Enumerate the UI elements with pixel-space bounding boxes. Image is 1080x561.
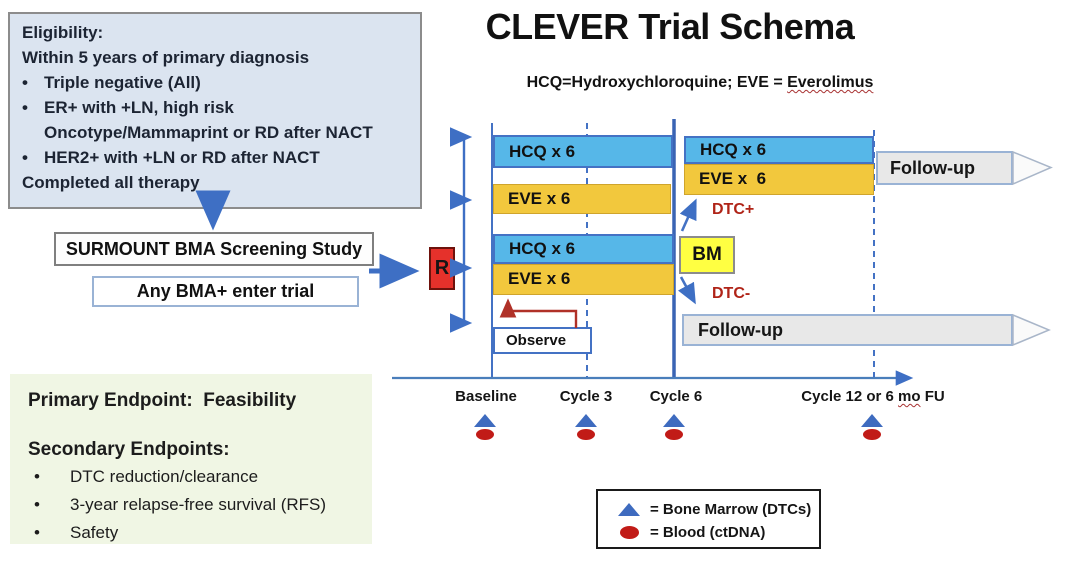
tick-label-cycle12: Cycle 12 or 6 mo FU [773,388,973,405]
continuation-hcq-bar: HCQ x 6 [684,136,874,164]
dtc-negative-arrow [677,276,696,305]
red-oval-icon [619,526,639,539]
crossover-arrow [499,298,578,328]
secondary-endpoint-1: • DTC reduction/clearance [28,465,372,489]
tick-label-cycle3: Cycle 3 [559,388,613,405]
bullet-glyph: • [22,148,28,167]
eligibility-bullet-1: • Triple negative (All) [22,70,410,95]
legend-blood-label: = Blood (ctDNA) [650,524,766,541]
secondary-endpoint-2-text: 3-year relapse-free survival (RFS) [70,495,327,514]
bone-marrow-marker-icon [474,414,496,427]
bullet-glyph: • [22,73,28,92]
dtc-negative-label: DTC- [712,285,751,302]
dtc-positive-label: DTC+ [712,201,755,218]
legend-row-bone-marrow: = Bone Marrow (DTCs) [618,498,819,521]
arm1-hcq-bar: HCQ x 6 [493,135,673,168]
surmount-screening-box: SURMOUNT BMA Screening Study [54,232,374,266]
followup-bottom-arrow-tip [1012,313,1051,347]
bullet-glyph: • [34,467,40,486]
eligibility-intro: Within 5 years of primary diagnosis [22,48,310,67]
abbreviation-key-text: HCQ=Hydroxychloroquine; EVE = [526,74,788,91]
eligibility-bullet-2-continuation: Oncotype/Mammaprint or RD after NACT [44,123,373,142]
dtc-positive-arrow [679,198,697,232]
legend-box: = Bone Marrow (DTCs) = Blood (ctDNA) [596,489,821,549]
secondary-endpoints-heading: Secondary Endpoints: [28,439,230,460]
tick-label-cycle6: Cycle 6 [649,388,703,405]
bma-enter-trial-box: Any BMA+ enter trial [92,276,359,307]
randomization-box: R [429,247,455,290]
arm3-eve-bar: EVE x 6 [493,264,674,295]
timeline-markers [474,414,883,440]
eligibility-footer: Completed all therapy [22,173,200,192]
secondary-endpoint-2: • 3-year relapse-free survival (RFS) [28,493,372,517]
abbreviation-key: HCQ=Hydroxychloroquine; EVE = Everolimus [470,74,930,92]
tick-label-cycle12-pre: Cycle 12 or 6 [801,388,899,405]
bullet-glyph: • [22,98,28,117]
bullet-glyph: • [34,495,40,514]
endpoints-box: Primary Endpoint: Feasibility Secondary … [10,374,372,544]
bullet-glyph: • [34,523,40,542]
blue-triangle-icon [618,503,640,516]
tick-label-cycle12-mo: mo [898,388,921,405]
tick-label-baseline: Baseline [455,388,517,405]
bone-marrow-marker-icon [861,414,883,427]
eligibility-bullet-3: • HER2+ with +LN or RD after NACT [22,145,410,170]
blood-marker-icon [577,429,595,440]
page-title: CLEVER Trial Schema [485,6,855,47]
tick-label-cycle12-post: FU [920,388,945,405]
primary-endpoint: Primary Endpoint: Feasibility [28,390,297,411]
blood-marker-icon [476,429,494,440]
secondary-endpoint-3: • Safety [28,521,372,545]
followup-top-bar: Follow-up [876,151,1013,185]
eligibility-heading: Eligibility: [22,23,104,42]
secondary-endpoint-3-text: Safety [70,523,119,542]
eligibility-bullet-3-text: HER2+ with +LN or RD after NACT [44,148,320,167]
arm3-hcq-bar: HCQ x 6 [493,234,674,264]
continuation-eve-bar: EVE x 6 [684,164,874,195]
legend-bone-marrow-label: = Bone Marrow (DTCs) [650,501,812,518]
blood-marker-icon [665,429,683,440]
blood-marker-icon [863,429,881,440]
eligibility-bullet-1-text: Triple negative (All) [44,73,201,92]
followup-top-arrow-tip [1012,150,1053,186]
bone-marrow-assessment-box: BM [679,236,735,274]
legend-row-blood: = Blood (ctDNA) [618,521,819,544]
bone-marrow-marker-icon [663,414,685,427]
eligibility-bullet-2-text: ER+ with +LN, high risk [44,98,234,117]
arm4-observe-box: Observe [493,327,592,354]
eligibility-bullet-2: • ER+ with +LN, high risk [22,95,410,120]
bone-marrow-marker-icon [575,414,597,427]
eligibility-box: Eligibility: Within 5 years of primary d… [8,12,422,209]
followup-bottom-bar: Follow-up [682,314,1013,346]
abbreviation-key-everolimus: Everolimus [787,74,874,91]
arm2-eve-bar: EVE x 6 [493,184,671,214]
secondary-endpoint-1-text: DTC reduction/clearance [70,467,259,486]
